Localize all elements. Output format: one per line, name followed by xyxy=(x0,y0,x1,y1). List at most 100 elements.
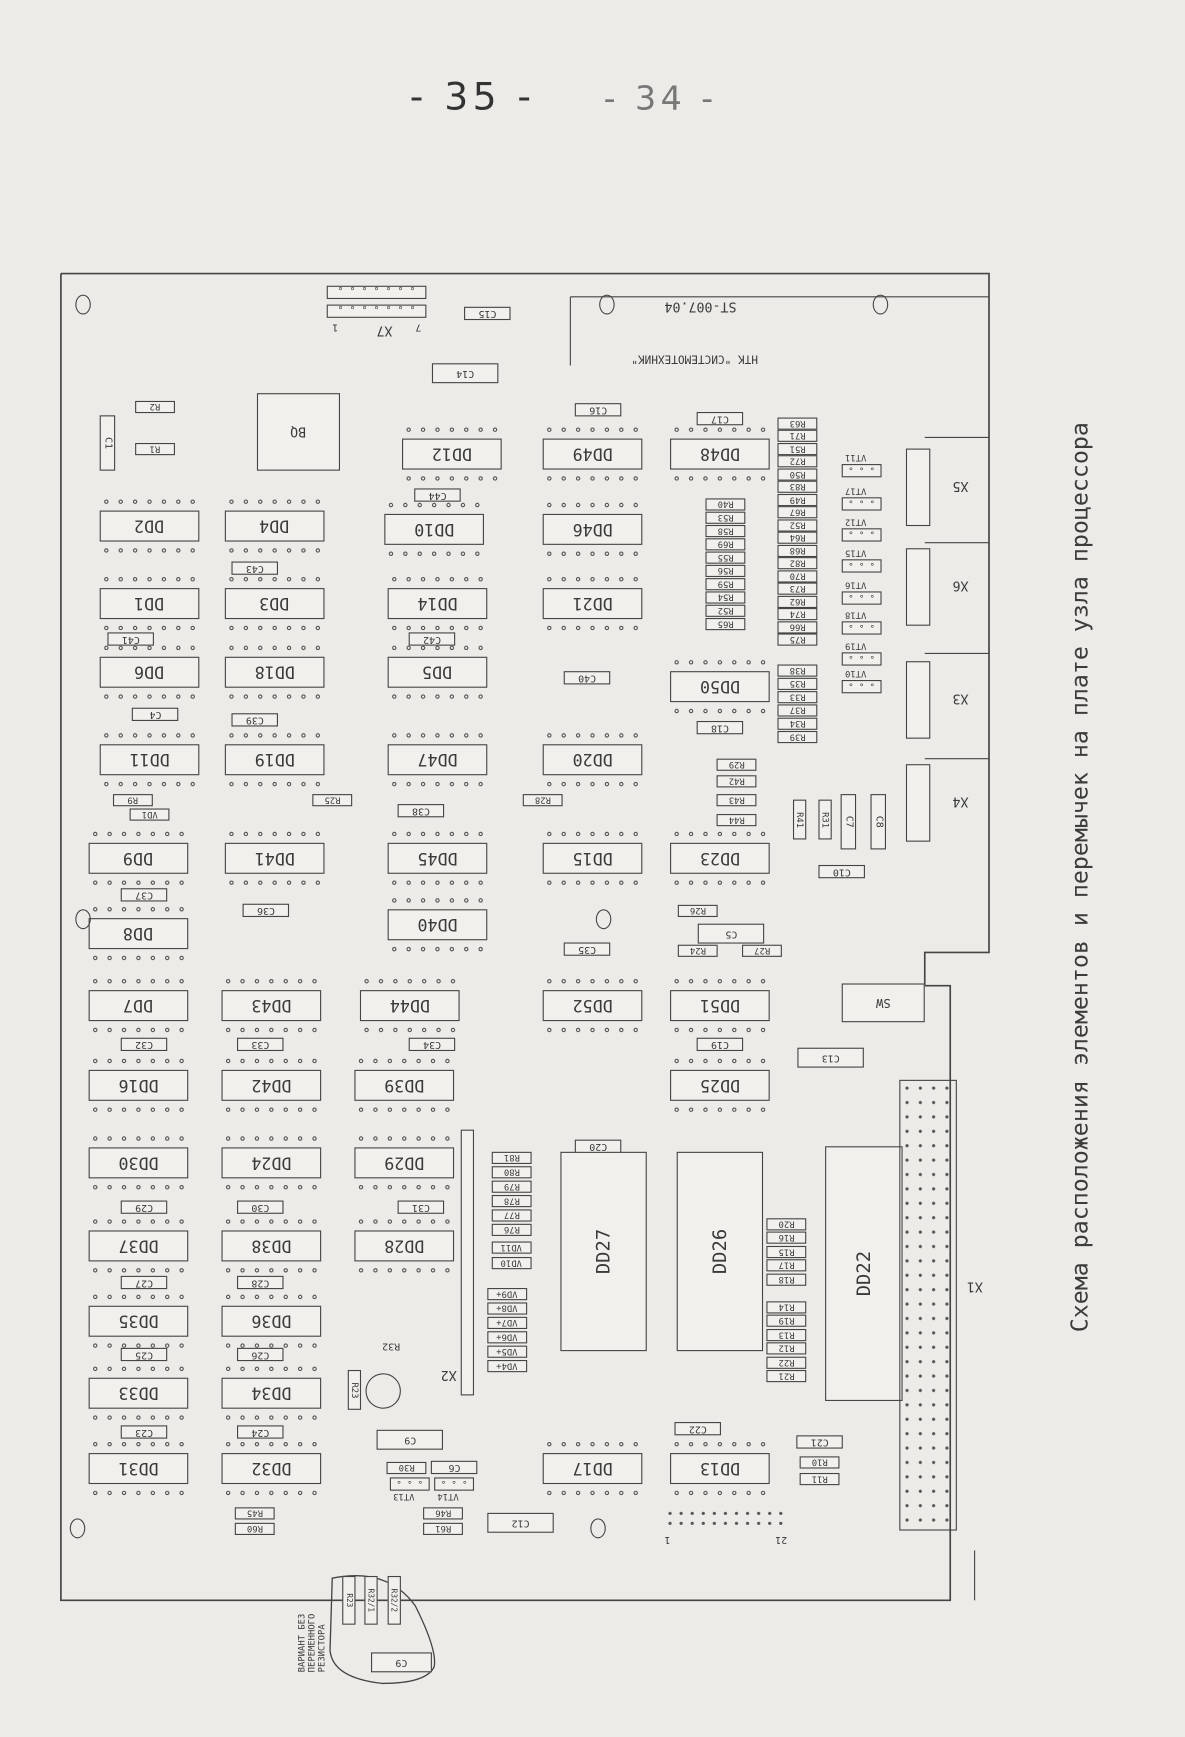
resistor: R27 xyxy=(742,944,782,957)
resistor: R58 xyxy=(705,524,746,537)
part-label: R68 xyxy=(789,545,806,556)
capacitor: C16 xyxy=(574,403,622,417)
pin-row xyxy=(229,577,321,582)
ic-chip: DD8 xyxy=(88,918,189,950)
resistor: R79 xyxy=(491,1180,532,1193)
part-label: R14 xyxy=(778,1301,795,1312)
part-label: DD24 xyxy=(251,1152,292,1173)
connector-x7-label: X7 xyxy=(377,323,393,339)
variant-resistor: R23 xyxy=(342,1575,356,1625)
part-label: C15 xyxy=(478,307,497,319)
pin-row xyxy=(674,1058,766,1064)
part-label: DD10 xyxy=(414,519,455,540)
pin-row xyxy=(225,1294,317,1300)
resistor: R2 xyxy=(135,400,175,413)
ic-chip: DD6 xyxy=(99,656,200,688)
resistor: R26 xyxy=(677,904,718,917)
ic-chip: DD45 xyxy=(387,842,488,874)
part-label: X3 xyxy=(952,691,969,707)
part-label: C24 xyxy=(251,1426,270,1438)
pin-row xyxy=(406,476,498,481)
transistor-label: VT17 xyxy=(845,486,866,496)
transistor: ° ° ° xyxy=(841,497,882,511)
capacitor: C35 xyxy=(563,942,611,956)
capacitor: C43 xyxy=(231,561,278,575)
part-label: C14 xyxy=(456,367,475,379)
pin-row xyxy=(674,979,766,984)
ic-chip: DD1 xyxy=(99,588,200,620)
capacitor: C15 xyxy=(464,306,511,321)
variant-note-line: ПЕРЕМЕННОГО xyxy=(306,1613,317,1673)
pin-label: 7 xyxy=(415,321,421,332)
resistor: VD7+ xyxy=(487,1316,528,1329)
part-label: VT12 xyxy=(845,517,867,528)
part-label: VT15 xyxy=(845,548,867,559)
resistor: R52 xyxy=(777,518,818,532)
part-label: R45 xyxy=(246,1507,263,1518)
connector-x7-row: ° ° ° ° ° ° ° xyxy=(326,285,427,300)
pin-row xyxy=(93,907,184,912)
resistor: R45 xyxy=(234,1506,275,1519)
resistor: R80 xyxy=(491,1165,532,1178)
part-label: C23 xyxy=(134,1426,153,1438)
ic-chip: DD37 xyxy=(88,1230,189,1262)
pin-row xyxy=(392,645,483,651)
part-label: C32 xyxy=(134,1038,153,1050)
resistor: VD1 xyxy=(129,807,170,821)
part-label: C27 xyxy=(134,1276,153,1289)
resistor: R22 xyxy=(766,1356,807,1369)
side-connector xyxy=(905,448,931,527)
resistor: R52 xyxy=(705,604,746,617)
ic-chip: DD29 xyxy=(354,1147,455,1179)
pin-row xyxy=(225,1107,317,1112)
part-label: R39 xyxy=(789,731,806,742)
part-label: R32 xyxy=(382,1340,401,1352)
part-label: DD19 xyxy=(254,749,295,770)
resistor: R17 xyxy=(766,1259,807,1272)
part-label: C35 xyxy=(577,943,596,955)
pin-label: 21 xyxy=(775,1534,787,1545)
part-label: VD4+ xyxy=(496,1360,518,1371)
ic-chip: DD17 xyxy=(542,1453,643,1485)
resistor: R44 xyxy=(716,813,757,826)
mounting-hole xyxy=(599,294,615,315)
ic-chip: DD52 xyxy=(542,990,643,1022)
pin-row xyxy=(229,880,321,885)
part-label: R13 xyxy=(778,1329,795,1340)
part-label: R51 xyxy=(789,443,806,454)
variant-resistor: R32/1 xyxy=(364,1575,378,1625)
capacitor: C31 xyxy=(397,1200,445,1214)
part-label: C26 xyxy=(251,1348,270,1361)
part-label: VD1 xyxy=(141,809,158,819)
ic-chip: DD33 xyxy=(88,1377,189,1409)
part-label: R11 xyxy=(811,1473,828,1484)
part-label: VT11 xyxy=(845,452,867,463)
pin-row xyxy=(358,1185,450,1190)
transistor-label: VT15 xyxy=(845,548,866,558)
part-label: C30 xyxy=(251,1201,270,1213)
part-label: DD9 xyxy=(123,848,154,869)
capacitor: C5 xyxy=(697,923,765,944)
pin-row xyxy=(93,1490,184,1496)
bottom-connector-pins xyxy=(664,1508,787,1529)
resistor: R49 xyxy=(777,493,818,506)
pin-row xyxy=(104,499,195,504)
part-label: C40 xyxy=(577,672,596,684)
pin-row xyxy=(547,1027,638,1033)
pin-row xyxy=(674,1441,766,1447)
part-label: C4 xyxy=(149,708,162,720)
page-number: - 35 - xyxy=(409,75,536,120)
pin-row xyxy=(225,1366,317,1372)
part-label: C44 xyxy=(428,489,447,501)
pin-row xyxy=(364,979,456,984)
ic-chip: DD4 xyxy=(224,510,325,542)
pin-row xyxy=(93,1366,184,1372)
pin-row xyxy=(392,781,483,787)
part-label: R28 xyxy=(534,794,551,805)
resistor: R25 xyxy=(312,793,353,806)
capacitor: C39 xyxy=(231,713,278,727)
part-label: DD5 xyxy=(422,662,453,683)
part-label: R25 xyxy=(324,794,341,805)
pin-row xyxy=(104,781,195,787)
